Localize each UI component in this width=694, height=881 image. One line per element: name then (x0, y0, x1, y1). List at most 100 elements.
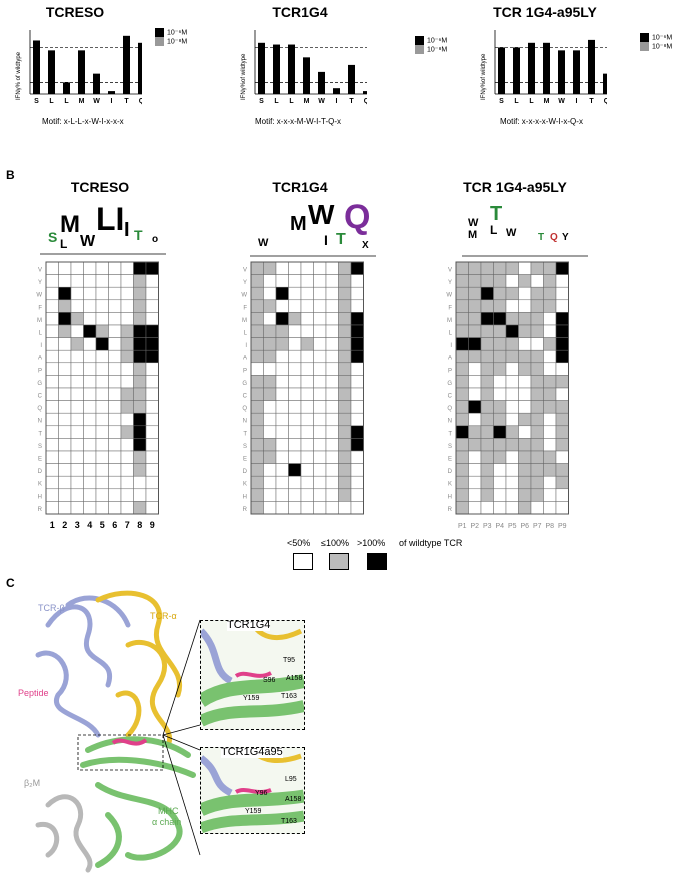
legend-item-low: 10⁻⁸M (415, 45, 447, 54)
amino-acid-label: I (450, 343, 452, 349)
heatmap-cell (480, 299, 494, 313)
heatmap-cell (263, 450, 277, 464)
heatmap-cell (555, 337, 569, 351)
residue-label: Y159 (243, 695, 260, 702)
amino-acid-label: V (38, 267, 42, 273)
bar (573, 50, 580, 94)
heatmap-cell (313, 412, 327, 427)
residue-label: A158 (285, 796, 302, 803)
heatmap-cell (108, 400, 122, 414)
amino-acid-label: C (243, 393, 248, 399)
heatmap-cell (275, 324, 289, 338)
heatmap-cell (145, 400, 159, 414)
heatmap-cell (83, 299, 97, 313)
heatmap-cell (95, 375, 109, 389)
heatmap-cell (120, 299, 134, 313)
heatmap-cell (288, 337, 302, 351)
heatmap-cell (455, 400, 469, 414)
amino-acid-label: N (448, 419, 452, 425)
heatmap-cell (263, 299, 277, 313)
bar (93, 73, 100, 94)
tick-label: W (558, 98, 565, 105)
heatmap-cell (250, 501, 264, 515)
heatmap-cell (70, 450, 84, 464)
tick-label: W (93, 98, 100, 105)
heatmap-cell (58, 286, 72, 301)
heatmap-cell (95, 312, 109, 326)
heatmap-cell (300, 261, 314, 275)
heatmap-cell (338, 438, 352, 452)
heatmap-cell (83, 286, 97, 301)
heatmap-cell (250, 362, 264, 376)
heatmap-cell (83, 488, 97, 502)
amino-acid-label: A (448, 356, 452, 362)
bar (528, 42, 535, 94)
amino-acid-label: H (243, 494, 247, 500)
motif-label: Motif: x-x-x-x-W-I-x-Q-x (500, 117, 583, 126)
heatmap-cell (250, 312, 264, 326)
heatmap-cell (145, 501, 159, 515)
heatmap-cell (263, 501, 277, 515)
heatmap-cell (338, 412, 352, 427)
heatmap-cell (120, 501, 134, 515)
heatmap-cell (480, 475, 494, 490)
heatmap-cell (555, 387, 569, 401)
legend: 10⁻⁶M 10⁻⁸M (155, 28, 187, 46)
amino-acid-label: R (38, 507, 43, 513)
heatmap-cell (145, 324, 159, 338)
amino-acid-label: N (38, 419, 42, 425)
heatmap-cell (45, 387, 59, 401)
heatmap-cell (108, 261, 122, 275)
heatmap-cell (313, 438, 327, 452)
heatmap-cell (120, 387, 134, 401)
heatmap-cell (325, 450, 339, 464)
heatmap-cell (468, 324, 482, 338)
heatmap-cell (133, 299, 147, 313)
heatmap-cell (493, 312, 507, 326)
heatmap-cell (543, 324, 557, 338)
bar (513, 47, 520, 94)
heatmap-cell (338, 337, 352, 351)
heatmap-cell (45, 375, 59, 389)
heatmap-cell (288, 349, 302, 364)
tick-label: T (349, 98, 354, 105)
heatmap-cell (263, 312, 277, 326)
heatmap-cell (350, 438, 364, 452)
heatmap-cell (95, 463, 109, 477)
heatmap-cell (543, 274, 557, 288)
amino-acid-label: G (447, 381, 452, 387)
residue-label: L95 (285, 776, 297, 783)
heatmap-cell (45, 286, 59, 301)
motif-label: Motif: x-x-x-M-W-I-T-Q-x (255, 117, 342, 126)
heatmap-cell (325, 488, 339, 502)
svg-text:M: M (60, 211, 80, 238)
heatmap-cell (70, 274, 84, 288)
heatmap-cell (518, 501, 532, 515)
heatmap-cell (108, 488, 122, 502)
heatmap-cell (108, 438, 122, 452)
heatmap-cell (530, 274, 544, 288)
residue-label: Y159 (245, 808, 262, 815)
heatmap-cell (505, 438, 519, 452)
legend: 10⁻⁶M 10⁻⁸M (415, 36, 447, 54)
heatmap-cell (530, 387, 544, 401)
heatmap-cell (275, 450, 289, 464)
heatmap-cell (108, 312, 122, 326)
amino-acid-label: Y (243, 280, 247, 286)
amino-acid-label: H (448, 494, 452, 500)
heatmap-cell (275, 438, 289, 452)
key-swatch-black (367, 553, 387, 570)
amino-acid-label: T (243, 431, 247, 437)
heatmap-cell (518, 450, 532, 464)
position-label: 7 (125, 520, 130, 530)
inset-tcr1g4: TCR1G4 T95 S96 A158 Y159 T163 (200, 620, 305, 730)
heatmap-cell (493, 463, 507, 477)
heatmap-cell (263, 286, 277, 301)
amino-acid-label: M (447, 318, 452, 324)
heatmap-cell (493, 299, 507, 313)
heatmap-cell (83, 387, 97, 401)
heatmap-cell (505, 274, 519, 288)
heatmap-cell (313, 463, 327, 477)
heatmap-cell (543, 261, 557, 275)
heatmap-cell (95, 438, 109, 452)
